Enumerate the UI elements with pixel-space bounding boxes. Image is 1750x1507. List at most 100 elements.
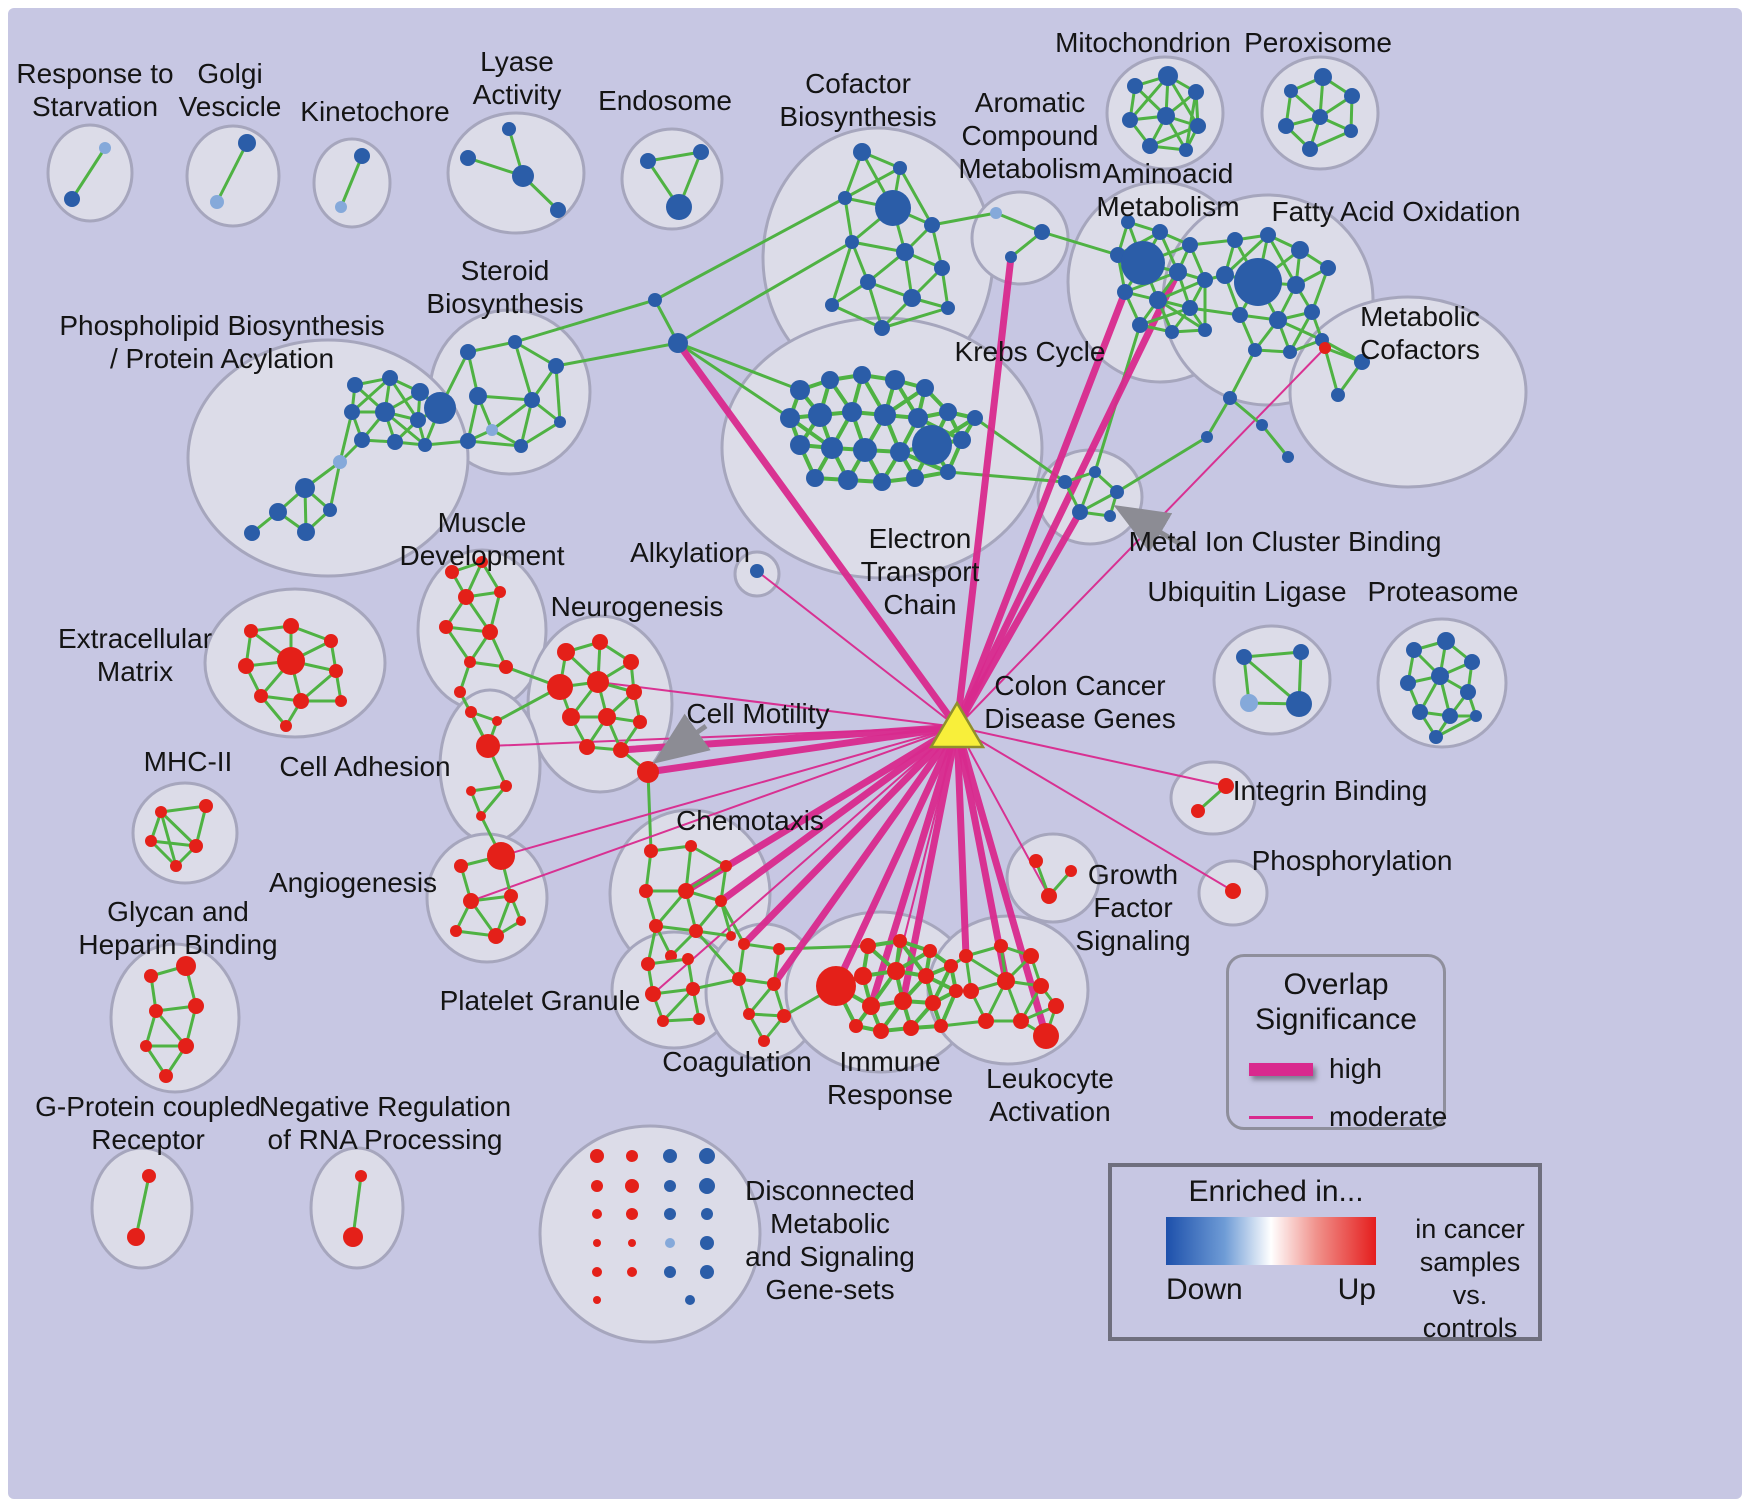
- gene-set-node: [806, 469, 824, 487]
- edge: [1323, 347, 1340, 396]
- gene-set-node: [767, 977, 781, 991]
- gene-set-node: [678, 883, 694, 899]
- gene-set-node: [732, 972, 746, 986]
- cluster-integrin-binding: [1191, 778, 1234, 818]
- gene-set-node: [853, 366, 871, 384]
- edge: [881, 306, 949, 330]
- gene-set-node: [463, 893, 479, 909]
- gene-set-node: [1198, 323, 1212, 337]
- cluster-label-peroxisome: Peroxisome: [1244, 27, 1392, 58]
- gene-set-node: [1013, 1013, 1029, 1029]
- gene-set-node: [238, 134, 256, 152]
- gene-set-node: [893, 161, 907, 175]
- gene-set-node: [860, 938, 876, 954]
- gene-set-node: [494, 586, 506, 598]
- gene-set-node: [934, 260, 950, 276]
- edge: [830, 241, 854, 306]
- gene-set-node: [934, 1019, 948, 1033]
- gene-set-node: [502, 122, 516, 136]
- overlap-edge-high: [953, 723, 1010, 985]
- gene-set-node: [700, 1265, 714, 1279]
- gene-set-node: [469, 387, 487, 405]
- gene-set-node: [1331, 388, 1345, 402]
- gene-set-node: [550, 202, 566, 218]
- overlap-significance-title-line2: Significance: [1255, 1003, 1417, 1036]
- gene-set-node: [1216, 266, 1234, 284]
- cluster-label-metal-ion-cluster-binding: Metal Ion Cluster Binding: [1129, 526, 1442, 557]
- gene-set-node: [853, 438, 877, 462]
- gene-set-node: [499, 660, 513, 674]
- gene-set-node: [1344, 88, 1360, 104]
- gene-set-node: [726, 931, 736, 941]
- gene-set-node: [476, 556, 488, 568]
- gene-set-node: [454, 859, 468, 873]
- gene-set-node: [896, 243, 914, 261]
- overlap-significance-title-line1: Overlap: [1283, 968, 1389, 1001]
- gene-set-node: [916, 379, 934, 397]
- edge: [479, 785, 508, 817]
- gene-set-node: [1121, 241, 1165, 285]
- gene-set-node: [1293, 644, 1309, 660]
- gene-set-node: [627, 1267, 637, 1277]
- cluster-label-coagulation: Coagulation: [662, 1046, 811, 1077]
- inter-cluster-edge: [676, 240, 854, 345]
- gene-set-node: [854, 967, 872, 985]
- cluster-peroxisome: [1278, 68, 1360, 157]
- edge: [831, 303, 883, 330]
- gene-set-node: [439, 620, 453, 634]
- gene-set-node: [487, 842, 515, 870]
- cluster-ellipse-growth-factor-signaling: [1005, 832, 1101, 924]
- gene-set-node: [978, 1013, 994, 1029]
- gene-set-node: [1269, 311, 1287, 329]
- inter-cluster-edge: [513, 298, 657, 344]
- edge: [1149, 124, 1199, 148]
- gene-set-node: [1149, 291, 1167, 309]
- gene-set-node: [593, 1239, 601, 1247]
- gene-set-node: [149, 1004, 163, 1018]
- cluster-ubiquitin-ligase: [1236, 644, 1312, 717]
- cluster-leukocyte-activation: [959, 939, 1064, 1049]
- edge: [647, 150, 702, 163]
- cluster-label-cell-adhesion: Cell Adhesion: [279, 751, 450, 782]
- gene-set-node: [758, 1035, 770, 1047]
- gene-set-node: [1256, 419, 1268, 431]
- gene-set-node: [715, 895, 727, 907]
- gene-set-node: [1287, 276, 1305, 294]
- significance-high-row: high: [1249, 1053, 1443, 1085]
- cluster-platelet-granule: [641, 953, 705, 1027]
- gene-set-node: [1412, 704, 1428, 720]
- cluster-label-krebs-cycle: Krebs Cycle: [955, 336, 1106, 367]
- gene-set-node: [512, 165, 534, 187]
- edge: [719, 900, 733, 937]
- cluster-g-protein-coupled-receptor: [127, 1169, 156, 1246]
- gene-set-node: [592, 1267, 602, 1277]
- gene-set-node: [887, 962, 905, 980]
- gene-set-node: [1460, 684, 1476, 700]
- gene-set-node: [1023, 948, 1039, 964]
- gene-set-node: [701, 1208, 713, 1220]
- enrichment-side-note-line2: samples: [1419, 1247, 1521, 1277]
- gene-set-node: [825, 298, 839, 312]
- cluster-ellipse-glycan-and-heparin-binding: [109, 942, 241, 1094]
- gene-set-node: [1234, 258, 1282, 306]
- gene-set-node: [906, 469, 924, 487]
- gene-set-node: [875, 190, 911, 226]
- gene-set-node: [476, 734, 500, 758]
- gene-set-node: [685, 840, 697, 852]
- edge: [844, 166, 901, 200]
- edge: [690, 844, 727, 868]
- gene-set-node: [1304, 304, 1320, 320]
- cluster-growth-factor-signaling: [1029, 854, 1077, 904]
- cluster-response-to-starvation: [64, 142, 111, 207]
- inter-cluster-edge: [1188, 306, 1242, 317]
- gene-set-node: [1188, 84, 1204, 100]
- cluster-immune-response: [816, 934, 963, 1039]
- gene-set-node: [845, 235, 859, 249]
- gene-set-node: [354, 432, 370, 448]
- gene-set-node: [1190, 118, 1206, 134]
- inter-cluster-edge: [554, 341, 680, 368]
- gene-set-node: [874, 404, 896, 426]
